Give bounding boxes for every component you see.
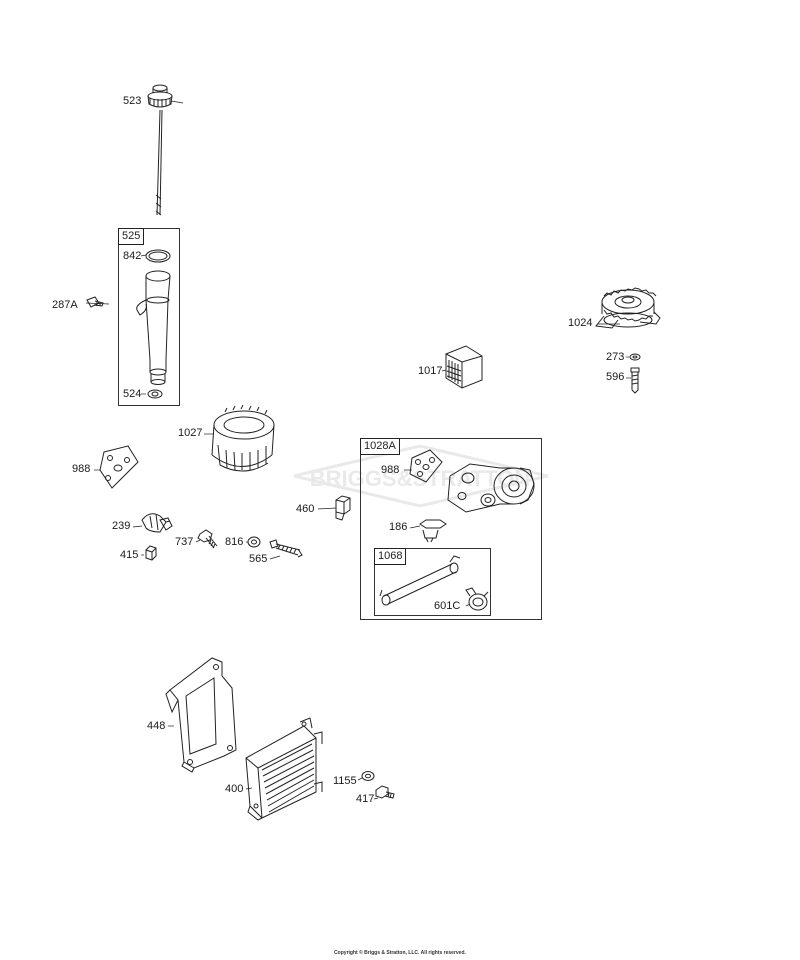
label-273[interactable]: 273 xyxy=(606,351,625,363)
fitting-460 xyxy=(335,495,351,521)
oil-filter-1027 xyxy=(211,404,275,472)
label-737[interactable]: 737 xyxy=(175,536,194,548)
gasket-524 xyxy=(147,389,163,399)
label-287A[interactable]: 287A xyxy=(52,299,78,311)
gasket-988-right xyxy=(409,449,443,483)
oil-cooler-400 xyxy=(245,717,323,821)
label-601C[interactable]: 601C xyxy=(434,600,461,612)
hose-1068 xyxy=(379,555,461,606)
label-415[interactable]: 415 xyxy=(120,549,139,561)
label-596[interactable]: 596 xyxy=(606,371,625,383)
label-448[interactable]: 448 xyxy=(147,720,166,732)
washer-816 xyxy=(247,536,261,548)
label-565[interactable]: 565 xyxy=(249,553,268,565)
label-524[interactable]: 524 xyxy=(123,388,142,400)
label-1068[interactable]: 1068 xyxy=(374,548,407,565)
label-988-left[interactable]: 988 xyxy=(72,463,91,475)
screw-417 xyxy=(375,785,395,799)
label-1024[interactable]: 1024 xyxy=(568,317,593,329)
clamp-601C xyxy=(465,587,489,611)
label-1028A[interactable]: 1028A xyxy=(360,438,400,455)
dipstick-523 xyxy=(147,84,184,216)
label-1017[interactable]: 1017 xyxy=(418,365,443,377)
label-460[interactable]: 460 xyxy=(296,503,315,515)
filter-adapter-1028A xyxy=(447,463,535,513)
kit-frame-525 xyxy=(118,228,180,406)
kit-frame-1068 xyxy=(374,548,491,616)
screw-287A xyxy=(86,296,104,308)
label-1155[interactable]: 1155 xyxy=(333,775,357,787)
stud-565 xyxy=(269,539,303,558)
kit-frame-1028A xyxy=(360,438,542,620)
gasket-988-left xyxy=(99,445,139,489)
o-ring-842 xyxy=(145,249,171,263)
label-186[interactable]: 186 xyxy=(389,521,408,533)
dipstick-tube-525 xyxy=(136,270,171,385)
copyright-footer: Copyright © Briggs & Stratton, LLC. All … xyxy=(334,950,466,956)
screw-737 xyxy=(197,529,218,549)
label-525[interactable]: 525 xyxy=(118,228,145,245)
label-816[interactable]: 816 xyxy=(225,536,244,548)
label-417[interactable]: 417 xyxy=(356,793,375,805)
washer-1155 xyxy=(361,771,375,781)
filter-screen-1017 xyxy=(445,345,483,389)
label-523[interactable]: 523 xyxy=(123,95,142,107)
oil-pump-gear-1024 xyxy=(595,287,661,329)
label-842[interactable]: 842 xyxy=(123,250,142,262)
fitting-186 xyxy=(419,519,447,543)
washer-273 xyxy=(629,353,641,361)
leader-lines xyxy=(85,254,631,800)
bracket-448 xyxy=(165,657,237,773)
label-988-right[interactable]: 988 xyxy=(381,464,400,476)
bolt-596 xyxy=(630,367,640,394)
label-239[interactable]: 239 xyxy=(112,520,131,532)
label-400[interactable]: 400 xyxy=(225,783,244,795)
plug-415 xyxy=(145,545,157,561)
label-1027[interactable]: 1027 xyxy=(178,427,203,439)
pressure-switch-239 xyxy=(141,513,173,533)
